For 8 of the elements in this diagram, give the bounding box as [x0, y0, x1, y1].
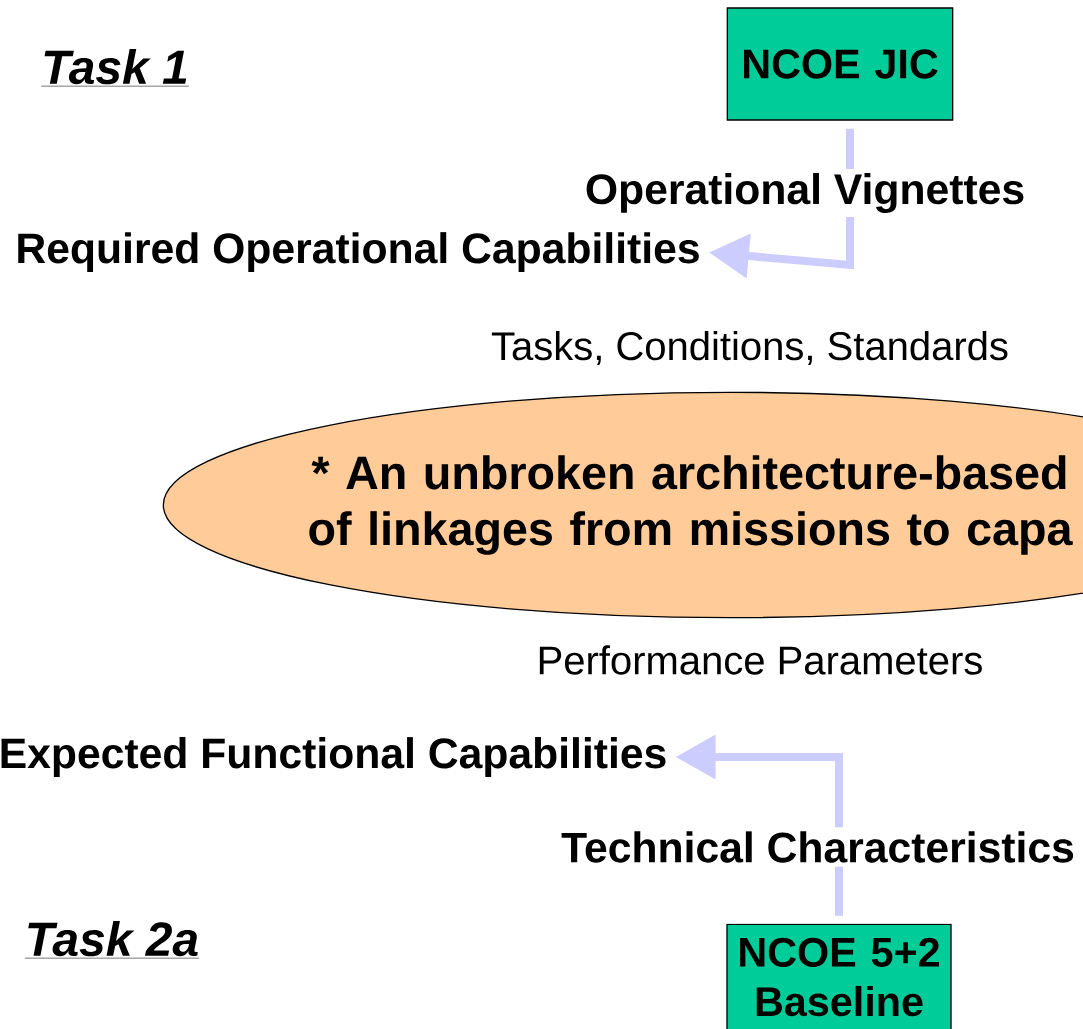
edge-label: Operational Vignettes [580, 169, 1030, 217]
box: NCOE JIC [726, 7, 954, 121]
task-heading: Task 1 [40, 49, 190, 87]
task-heading: Task 2a [24, 921, 200, 959]
label-text: Required Operational Capabilities [18, 232, 699, 272]
label-text: Expected Functional Capabilities [1, 737, 666, 777]
edge-label: Technical Characteristics [557, 827, 1079, 867]
box: NCOE 5+2 Baseline [726, 923, 952, 1029]
